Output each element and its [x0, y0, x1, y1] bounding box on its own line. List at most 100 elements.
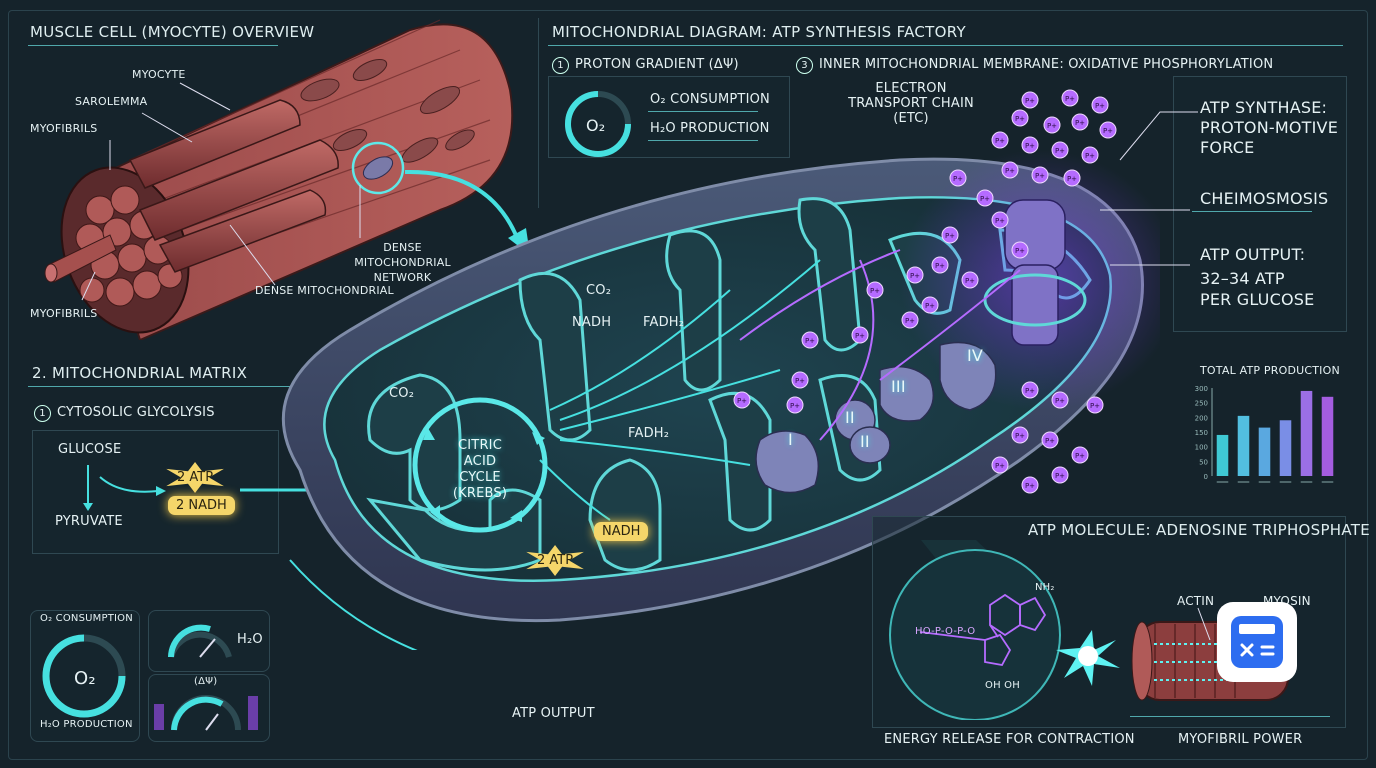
proton-sphere: P+	[733, 391, 751, 409]
synthase-title-3: FORCE	[1200, 138, 1255, 157]
proton-sphere: P+	[1021, 91, 1039, 109]
center-title: MITOCHONDRIAL DIAGRAM: ATP SYNTHESIS FAC…	[552, 23, 966, 41]
label-myofibrils-bottom: MYOFIBRILS	[30, 307, 98, 320]
svg-text:P+: P+	[1067, 175, 1077, 183]
proton-sphere: P+	[991, 131, 1009, 149]
proton-sphere: P+	[1001, 161, 1019, 179]
muscle-title: MUSCLE CELL (MYOCYTE) OVERVIEW	[30, 23, 315, 41]
pyruvate-label: PYRUVATE	[55, 514, 123, 529]
proton-sphere: P+	[851, 326, 869, 344]
chart-y-tick: 250	[1195, 400, 1208, 408]
krebs-fadh2-top: FADH₂	[643, 315, 685, 330]
chemiosmosis-underline	[1192, 211, 1312, 212]
atp-nh2: NH₂	[1035, 582, 1055, 593]
label-dense-mito: DENSE MITOCHONDRIAL	[255, 284, 394, 297]
divider-vertical	[538, 18, 539, 208]
muscle-fiber-illustration	[44, 19, 514, 340]
complex-iii: III	[891, 377, 906, 396]
krebs-co2-left: CO₂	[389, 386, 415, 401]
svg-text:P+: P+	[965, 277, 975, 285]
gauge-panel-dpsi	[148, 674, 270, 742]
proton-sphere: P+	[1061, 89, 1079, 107]
myofibril-power-label: MYOFIBRIL POWER	[1178, 732, 1303, 747]
synthase-title-2: PROTON-MOTIVE	[1200, 118, 1339, 137]
label-myocyte: MYOCYTE	[132, 68, 186, 81]
proton-sphere: P+	[961, 271, 979, 289]
step-1b-badge: 1	[552, 57, 569, 74]
inner-membrane-title: INNER MITOCHONDRIAL MEMBRANE: OXIDATIVE …	[819, 57, 1274, 72]
proton-sphere: P+	[949, 169, 967, 187]
krebs-nadh-badge: NADH	[594, 522, 649, 541]
svg-text:P+: P+	[995, 137, 1005, 145]
label-myofibrils-top: MYOFIBRILS	[30, 122, 98, 135]
actin-label: ACTIN	[1177, 594, 1215, 608]
atp-output-arrow-label: ATP OUTPUT	[512, 706, 595, 721]
chart-bar	[1216, 434, 1229, 476]
svg-text:P+: P+	[1025, 482, 1035, 490]
proton-sphere: P+	[1011, 426, 1029, 444]
complex-ii-b: II	[860, 432, 870, 451]
svg-text:P+: P+	[1055, 397, 1065, 405]
proton-cloud: P+ P+ P+ P+ P+ P+ P+ P+ P+ P+ P+ P+ P+ P+ P+ P+ P+ P+ P+ P+…	[733, 89, 1117, 494]
svg-text:P+: P+	[935, 262, 945, 270]
proton-sphere: P+	[906, 266, 924, 284]
proton-sphere: P+	[941, 226, 959, 244]
gauge-panel-h2o	[148, 610, 270, 672]
krebs-nadh-top: NADH	[572, 315, 612, 330]
proton-o2-underline	[648, 111, 758, 112]
gauge-h2o-value: H₂O	[237, 632, 263, 647]
atp-output-1: ATP OUTPUT:	[1200, 245, 1306, 264]
svg-text:P+: P+	[1015, 432, 1025, 440]
main-frame	[8, 10, 1368, 760]
svg-text:P+: P+	[1055, 472, 1065, 480]
proton-gauge	[565, 91, 631, 157]
svg-text:P+: P+	[995, 217, 1005, 225]
krebs-cycle-label: CITRIC ACID CYCLE (KREBS)	[452, 438, 508, 501]
chart-title: TOTAL ATP PRODUCTION	[1200, 364, 1340, 377]
proton-gradient-title: PROTON GRADIENT (ΔΨ)	[575, 57, 739, 72]
synthase-panel	[1173, 76, 1347, 332]
myofibril-power-underline	[1130, 716, 1330, 717]
proton-sphere: P+	[786, 396, 804, 414]
chart-y-tick: 150	[1195, 429, 1208, 437]
synthase-leaders	[1100, 111, 1198, 266]
proton-sphere: P+	[1086, 396, 1104, 414]
complex-i: I	[788, 430, 793, 449]
label-dense-network: DENSE MITOCHONDRIAL NETWORK	[354, 241, 451, 284]
svg-text:P+: P+	[945, 232, 955, 240]
proton-sphere: P+	[791, 371, 809, 389]
chart-bar	[1300, 390, 1313, 476]
proton-sphere: P+	[866, 281, 884, 299]
label-sarolemma: SAROLEMMA	[75, 95, 148, 108]
proton-sphere: P+	[921, 296, 939, 314]
chart-y-tick: 300	[1195, 385, 1208, 393]
center-title-underline	[548, 45, 1343, 46]
proton-sphere: P+	[1011, 241, 1029, 259]
svg-text:P+: P+	[1015, 115, 1025, 123]
proton-sphere: P+	[931, 256, 949, 274]
proton-sphere: P+	[1021, 476, 1039, 494]
calculator-glyph	[1231, 616, 1283, 668]
svg-text:P+: P+	[1055, 147, 1065, 155]
synthase-title-1: ATP SYNTHASE:	[1200, 98, 1328, 117]
proton-sphere: P+	[1031, 166, 1049, 184]
svg-text:P+: P+	[905, 317, 915, 325]
svg-text:P+: P+	[1090, 402, 1100, 410]
proton-gradient-step: 1 PROTON GRADIENT (ΔΨ)	[552, 57, 739, 74]
proton-sphere: P+	[1081, 146, 1099, 164]
chart-y-tick: 0	[1204, 473, 1208, 481]
matrix-title: 2. MITOCHONDRIAL MATRIX	[32, 364, 248, 382]
calculator-icon[interactable]	[1217, 602, 1297, 682]
svg-text:P+: P+	[1065, 95, 1075, 103]
glycolysis-title: CYTOSOLIC GLYCOLYSIS	[57, 405, 215, 420]
proton-sphere: P+	[976, 189, 994, 207]
glucose-label: GLUCOSE	[58, 442, 122, 457]
etc-label: ELECTRON TRANSPORT CHAIN (ETC)	[848, 81, 974, 126]
krebs-fadh2-right: FADH₂	[628, 426, 670, 441]
chart-bar	[1279, 420, 1292, 476]
chart-y-tick: 200	[1195, 414, 1208, 422]
svg-text:P+: P+	[1095, 102, 1105, 110]
